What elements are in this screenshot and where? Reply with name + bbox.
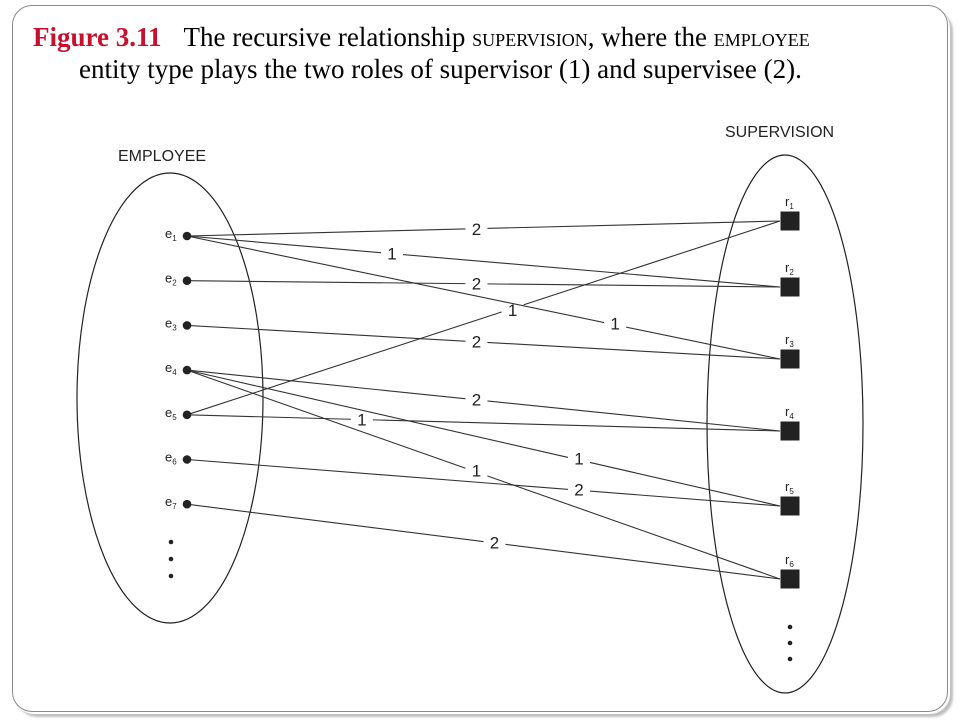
relationship-label: r5	[785, 479, 794, 496]
relationship-instance-r6: r6	[780, 552, 800, 589]
link-e1-r3: 1	[186, 235, 781, 360]
link-line	[186, 235, 781, 360]
employee-instance-e7: e7	[165, 494, 192, 511]
employee-dot	[182, 276, 192, 286]
relationship-label: r4	[785, 404, 794, 421]
relationship-instance-r1: r1	[780, 194, 800, 231]
role-label: 2	[472, 220, 481, 239]
link-e4-r4: 2	[186, 369, 781, 432]
employee-instance-e5: e5	[165, 405, 192, 422]
employee-set-ellipse	[76, 172, 264, 624]
relationship-instance-r5: r5	[780, 479, 800, 516]
employee-label: e6	[165, 450, 177, 467]
employee-dot	[182, 455, 192, 464]
link-e5-r4: 1	[186, 409, 781, 432]
role-label: 1	[357, 410, 366, 429]
figure-label: Figure 3.11	[33, 22, 162, 52]
employee-label: e7	[165, 494, 177, 511]
role-label: 1	[508, 301, 517, 320]
employee-continuation-dot	[168, 573, 174, 579]
link-line	[186, 414, 781, 432]
caption-employee: employee	[713, 25, 810, 52]
role-label-gap	[465, 460, 488, 481]
caption-line-1: Figure 3.11 The recursive relationship su…	[33, 22, 933, 54]
role-label-gap	[350, 409, 373, 430]
role-label-gap	[381, 243, 404, 264]
role-label-gap	[604, 313, 627, 334]
supervision-set-label: SUPERVISION	[725, 124, 834, 141]
caption-text-b: , where the	[587, 22, 714, 52]
role-label-gap	[465, 331, 488, 352]
role-label-gap	[567, 479, 590, 500]
link-e1-r2: 1	[186, 235, 781, 288]
link-line	[186, 220, 781, 416]
employee-label: e1	[165, 226, 177, 243]
link-e4-r6: 1	[186, 369, 781, 580]
relationship-square	[780, 569, 800, 589]
relationship-continuation-dot	[787, 624, 793, 630]
relationship-square	[780, 496, 800, 516]
employee-dot	[182, 231, 192, 241]
relationship-instance-r2: r2	[780, 260, 800, 297]
employee-label: e3	[165, 315, 177, 332]
link-e4-r5: 1	[186, 369, 781, 507]
link-e7-r6: 2	[186, 503, 781, 580]
link-line	[186, 503, 781, 580]
role-label: 2	[490, 533, 499, 552]
employee-instance-e6: e6	[165, 450, 192, 467]
relationship-label: r1	[785, 194, 794, 211]
employee-dot	[182, 499, 192, 509]
role-label-gap	[483, 532, 506, 553]
role-label: 2	[472, 333, 481, 352]
role-label: 2	[472, 275, 481, 294]
relationship-continuation-dot	[787, 656, 793, 662]
employee-continuation-dot	[168, 556, 174, 562]
role-label-gap	[567, 448, 590, 469]
employee-label: e5	[165, 405, 177, 422]
relationship-square	[780, 349, 800, 369]
caption-text-a: The recursive relationship	[183, 22, 473, 52]
link-line	[186, 458, 781, 507]
relationship-label: r3	[785, 332, 794, 349]
figure-caption: Figure 3.11 The recursive relationship su…	[33, 22, 933, 85]
relationship-instance-r3: r3	[780, 332, 800, 369]
link-e5-r1: 1	[186, 220, 781, 416]
role-label: 1	[387, 244, 396, 263]
link-line	[186, 235, 781, 288]
relationship-square	[780, 421, 800, 441]
relationship-square	[780, 211, 800, 231]
role-label: 1	[574, 449, 583, 468]
role-label: 1	[472, 461, 481, 480]
link-e2-r2: 2	[186, 273, 781, 294]
link-line	[186, 369, 781, 507]
role-label-gap	[465, 389, 488, 410]
employee-dot	[182, 321, 192, 330]
employee-instance-e1: e1	[165, 226, 192, 243]
employee-dot	[182, 365, 192, 375]
relationship-label: r6	[785, 552, 794, 569]
relationship-square	[780, 277, 800, 297]
link-e1-r1: 2	[186, 218, 781, 239]
role-label: 2	[574, 481, 583, 500]
employee-label: e4	[165, 360, 177, 377]
employee-continuation-dot	[168, 539, 174, 545]
relationship-label: r2	[785, 260, 794, 277]
link-e3-r3: 2	[186, 324, 781, 360]
employee-set-label: EMPLOYEE	[118, 148, 206, 165]
relationship-instance-r4: r4	[780, 404, 800, 441]
role-label: 1	[610, 314, 619, 333]
role-label: 2	[472, 390, 481, 409]
link-e6-r5: 2	[186, 458, 781, 507]
employee-dot	[182, 410, 192, 420]
role-label-gap	[465, 273, 488, 294]
employee-instance-e4: e4	[165, 360, 192, 377]
role-label-gap	[465, 218, 488, 239]
employee-instance-e2: e2	[165, 271, 192, 288]
caption-line-2: entity type plays the two roles of super…	[79, 54, 802, 84]
relationship-continuation-dot	[787, 640, 793, 646]
caption-supervision: supervision	[472, 25, 588, 52]
employee-label: e2	[165, 271, 177, 288]
employee-instance-e3: e3	[165, 315, 192, 332]
